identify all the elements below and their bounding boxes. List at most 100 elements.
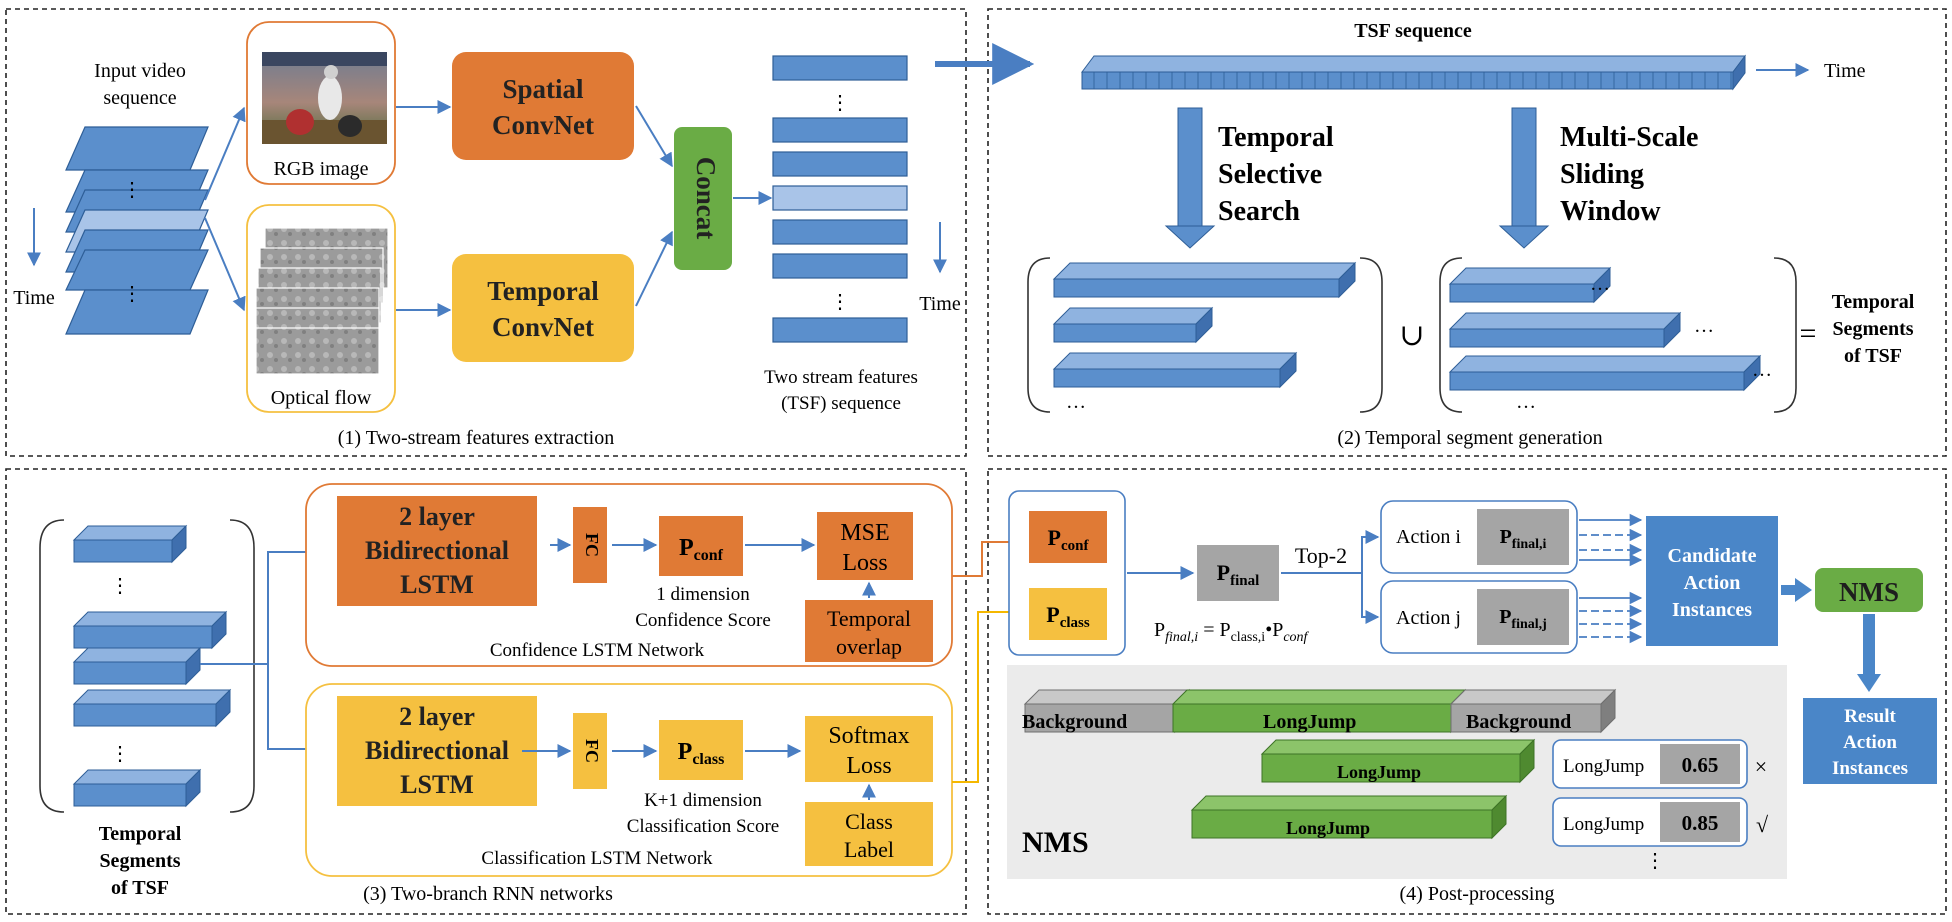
temporal-convnet-line1: Temporal xyxy=(487,276,599,306)
spatial-convnet-box xyxy=(452,52,634,160)
p3-set-bracket-right xyxy=(229,519,255,813)
action-i-label: Action i xyxy=(1396,526,1461,548)
accept-mark: √ xyxy=(1756,812,1769,837)
segment-bars xyxy=(1052,261,1762,392)
result-instances-box xyxy=(1803,698,1937,784)
result-line1: Result xyxy=(1844,706,1896,727)
tss-line2: Selective xyxy=(1218,159,1322,190)
tss-seg-2 xyxy=(1052,306,1214,344)
class-lstm-box xyxy=(337,696,537,806)
class-fc-label: FC xyxy=(582,739,602,763)
input-video-label-2: sequence xyxy=(103,87,176,109)
spatial-convnet-line2: ConvNet xyxy=(492,110,594,140)
score-vdots: ⋮ xyxy=(1645,850,1665,872)
softmax-loss-box xyxy=(805,716,933,782)
union-symbol: ∪ xyxy=(1399,319,1424,352)
p3-segments-line3: of TSF xyxy=(111,877,169,899)
p2-result-line2: Segments xyxy=(1832,318,1913,340)
panel-2-caption: (2) Temporal segment generation xyxy=(1337,427,1602,449)
arrow-nms-to-result xyxy=(1857,614,1881,692)
frames-vdots-1: ⋮ xyxy=(122,179,142,201)
mssw-line1: Multi-Scale xyxy=(1560,122,1698,153)
conf-fc-label: FC xyxy=(582,533,602,557)
arrow-to-flow xyxy=(204,217,246,312)
panel-2-border xyxy=(987,8,1947,457)
tsf-sequence-bar xyxy=(1081,54,1746,91)
longjump-label-3: LongJump xyxy=(1286,818,1370,838)
score-1-label: LongJump xyxy=(1563,756,1644,777)
mssw-ellipsis-4: … xyxy=(1516,391,1536,413)
rgb-image-label: RGB image xyxy=(274,158,369,180)
p-conf-box xyxy=(659,516,743,576)
class-net-label: Classification LSTM Network xyxy=(481,848,713,869)
candidate-line2: Action xyxy=(1684,572,1741,594)
class-lstm-line1: 2 layer xyxy=(399,702,475,731)
p-final-i-label: Pfinal,i xyxy=(1500,526,1547,552)
time-label-left: Time xyxy=(13,287,55,309)
p-final-label: Pfinal xyxy=(1217,560,1260,589)
mssw-set-bracket-left xyxy=(1439,257,1463,413)
p3-segments-line2: Segments xyxy=(99,850,180,872)
concat-box xyxy=(674,127,732,270)
frames-vdots-2: ⋮ xyxy=(122,283,142,305)
panel-4-caption: (4) Post-processing xyxy=(1400,883,1555,905)
p4-p-conf-box xyxy=(1029,511,1107,563)
tss-line1: Temporal xyxy=(1218,122,1334,153)
p3-segments-line1: Temporal xyxy=(99,823,182,845)
class-label-box xyxy=(805,802,933,866)
mssw-ellipsis-1: … xyxy=(1590,273,1610,295)
mse-loss-box xyxy=(817,512,913,580)
conf-lstm-line1: 2 layer xyxy=(399,502,475,531)
tsf-sequence-caption-1: Two stream features xyxy=(764,367,918,388)
bg-label-1: Background xyxy=(1022,711,1127,733)
candidate-line3: Instances xyxy=(1672,599,1752,621)
arrow-top2-to-action-j xyxy=(1361,573,1380,624)
mse-loss-line1: MSE xyxy=(840,520,889,546)
temporal-overlap-line2: overlap xyxy=(836,634,902,659)
conf-output-connector xyxy=(952,535,1028,577)
tss-ellipsis: … xyxy=(1066,391,1086,413)
softmax-loss-line1: Softmax xyxy=(828,723,909,749)
p3-seg-4 xyxy=(72,688,232,728)
optical-flow-stack xyxy=(255,227,389,375)
mse-loss-line2: Loss xyxy=(842,550,887,576)
conf-desc-line2: Confidence Score xyxy=(635,610,771,631)
panel-4-border xyxy=(987,468,1947,915)
tsf-time-label: Time xyxy=(1824,60,1866,82)
p4-p-class-label: Pclass xyxy=(1046,602,1090,631)
longjump-label-2: LongJump xyxy=(1337,762,1421,782)
p3-seg-2 xyxy=(72,610,228,650)
concat-label: Concat xyxy=(691,157,721,240)
action-j-label: Action j xyxy=(1396,607,1461,629)
class-desc-line1: K+1 dimension xyxy=(644,790,762,811)
conf-lstm-box xyxy=(337,496,537,606)
nms-longjump-bar-2 xyxy=(1260,738,1536,784)
candidate-instances-box xyxy=(1646,516,1778,646)
class-desc-line2: Classification Score xyxy=(627,816,780,837)
nms-illustration-bars xyxy=(1023,688,1617,840)
class-output-connector xyxy=(952,605,1028,783)
panel-1-border xyxy=(5,8,967,457)
p2-result-line3: of TSF xyxy=(1844,345,1902,367)
class-fc-box xyxy=(573,713,607,789)
nms-label: NMS xyxy=(1839,577,1899,607)
top2-label: Top-2 xyxy=(1295,543,1347,568)
result-line3: Instances xyxy=(1832,758,1908,779)
p2-result-line1: Temporal xyxy=(1832,291,1915,313)
panel-1-caption: (1) Two-stream features extraction xyxy=(338,427,614,449)
nms-box xyxy=(1815,568,1923,612)
spatial-convnet-line1: Spatial xyxy=(502,74,584,104)
conf-desc-line1: 1 dimension xyxy=(656,584,750,605)
candidate-line1: Candidate xyxy=(1668,545,1757,567)
nms-longjump-bar-3 xyxy=(1190,794,1508,840)
class-lstm-line2: Bidirectional xyxy=(365,736,509,765)
arrow-top2-to-action-i xyxy=(1361,530,1380,573)
tss-seg-3 xyxy=(1052,351,1298,389)
tss-seg-1 xyxy=(1052,261,1357,299)
class-label-line1: Class xyxy=(845,809,893,834)
conf-lstm-line3: LSTM xyxy=(400,570,474,599)
p4-p-class-box xyxy=(1029,588,1107,640)
result-line2: Action xyxy=(1843,732,1897,753)
p-final-i-box xyxy=(1477,509,1569,565)
